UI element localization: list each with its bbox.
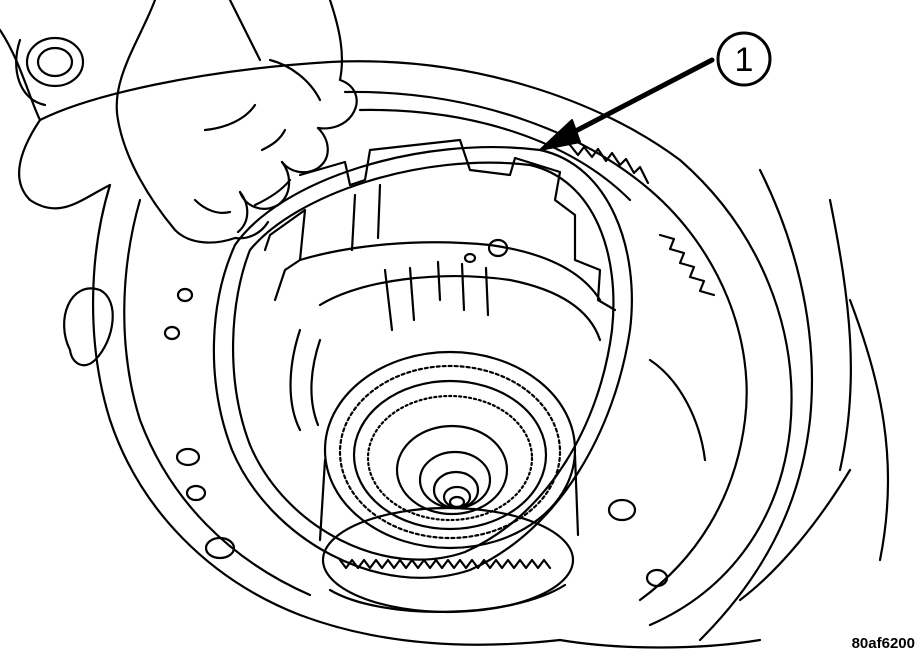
clutch-drum [263, 138, 617, 432]
callout-circle [716, 31, 772, 87]
callout-leader-arrow [539, 57, 715, 151]
transmission-case [0, 28, 890, 649]
case-gear-teeth [568, 143, 716, 462]
callout-1: 1 [716, 31, 772, 87]
figure-id: 80af6200 [851, 635, 915, 652]
callout-number: 1 [735, 41, 754, 79]
clutch-pack [318, 350, 580, 614]
technician-hand [115, 0, 358, 244]
case-boss [15, 36, 85, 107]
